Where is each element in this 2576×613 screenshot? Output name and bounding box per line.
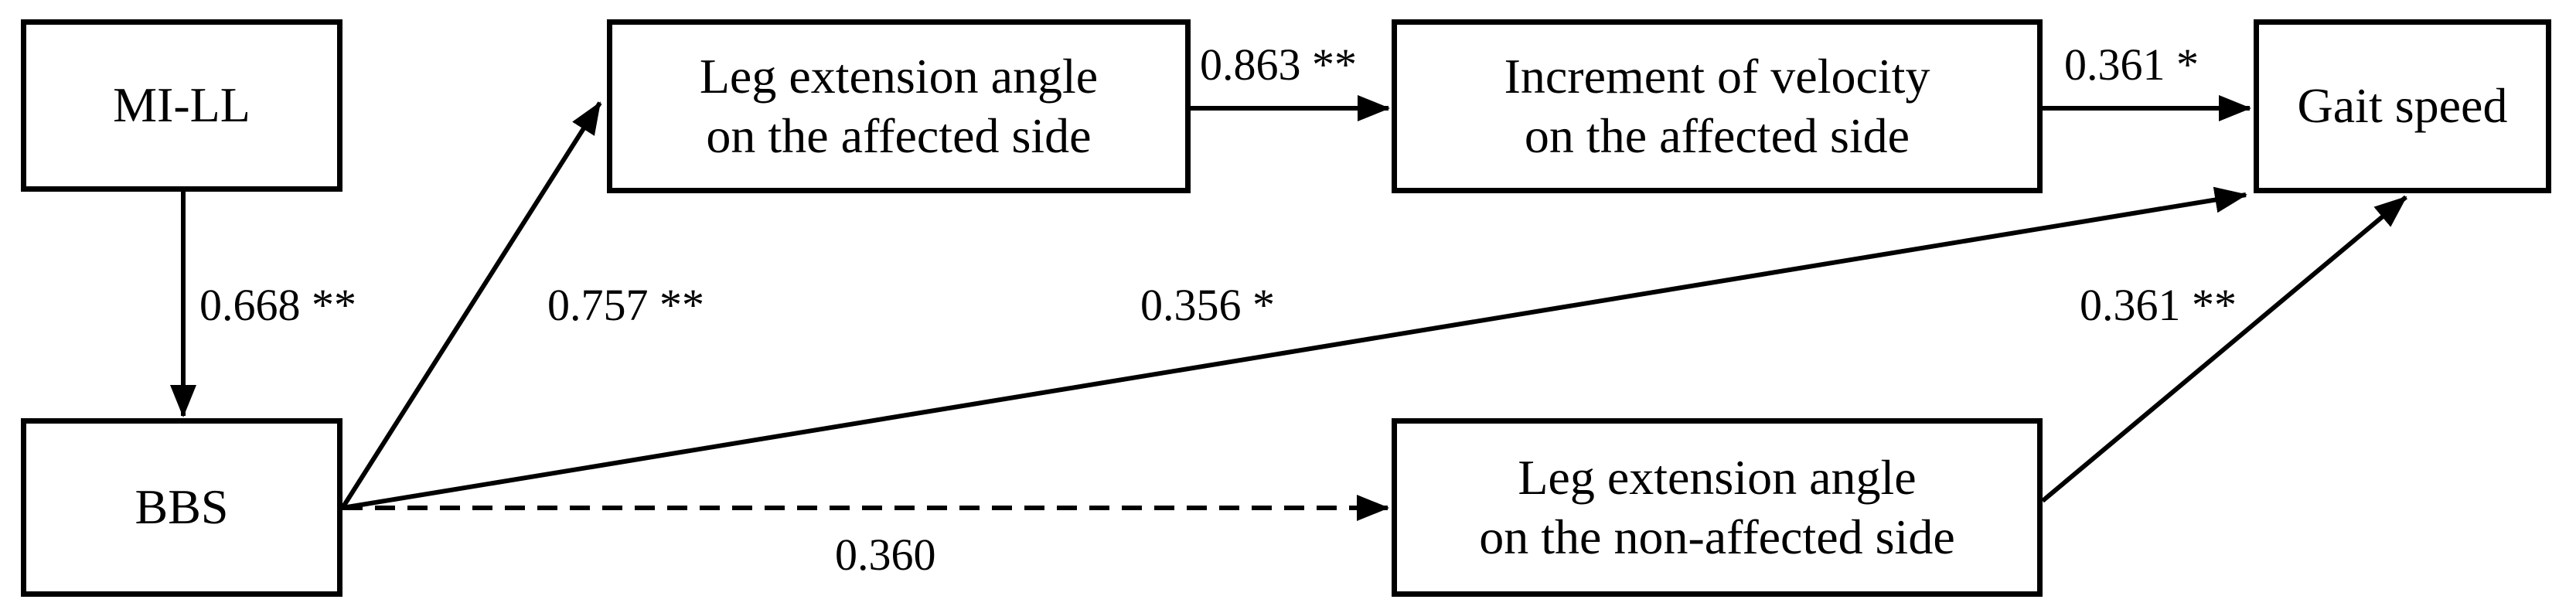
- node-gait-speed: Gait speed: [2254, 19, 2551, 193]
- coef-leg-ext-non-affected-to-gait-speed: 0.361 **: [2080, 280, 2237, 330]
- coef-increment-velocity-to-gait-speed: 0.361 *: [2064, 39, 2199, 90]
- node-leg-ext-affected: Leg extension angle on the affected side: [607, 19, 1191, 193]
- node-gait-speed-label: Gait speed: [2297, 78, 2508, 134]
- node-increment-velocity: Increment of velocity on the affected si…: [1392, 19, 2043, 193]
- coef-bbs-to-gait-speed: 0.356 *: [1140, 280, 1275, 330]
- node-bbs-label: BBS: [135, 479, 229, 535]
- coef-bbs-to-leg-ext-affected: 0.757 **: [547, 280, 704, 330]
- node-leg-ext-non-affected-label: Leg extension angle on the non-affected …: [1479, 449, 1955, 564]
- coef-mi-ll-to-bbs: 0.668 **: [199, 280, 356, 330]
- edge-bbs-to-gait-speed: [342, 186, 2247, 510]
- coef-leg-ext-affected-to-increment-velocity: 0.863 **: [1200, 39, 1357, 90]
- node-leg-ext-non-affected: Leg extension angle on the non-affected …: [1392, 418, 2043, 597]
- node-mi-ll-label: MI-LL: [113, 77, 250, 133]
- coef-bbs-to-leg-ext-non-affected: 0.360: [835, 530, 936, 580]
- node-mi-ll: MI-LL: [21, 19, 342, 192]
- node-increment-velocity-label: Increment of velocity on the affected si…: [1504, 48, 1930, 163]
- node-bbs: BBS: [21, 418, 342, 597]
- edge-bbs-to-leg-ext-affected: [340, 101, 602, 509]
- edge-leg-ext-non-affected-to-gait-speed: [2041, 195, 2407, 503]
- node-leg-ext-affected-label: Leg extension angle on the affected side: [699, 48, 1099, 163]
